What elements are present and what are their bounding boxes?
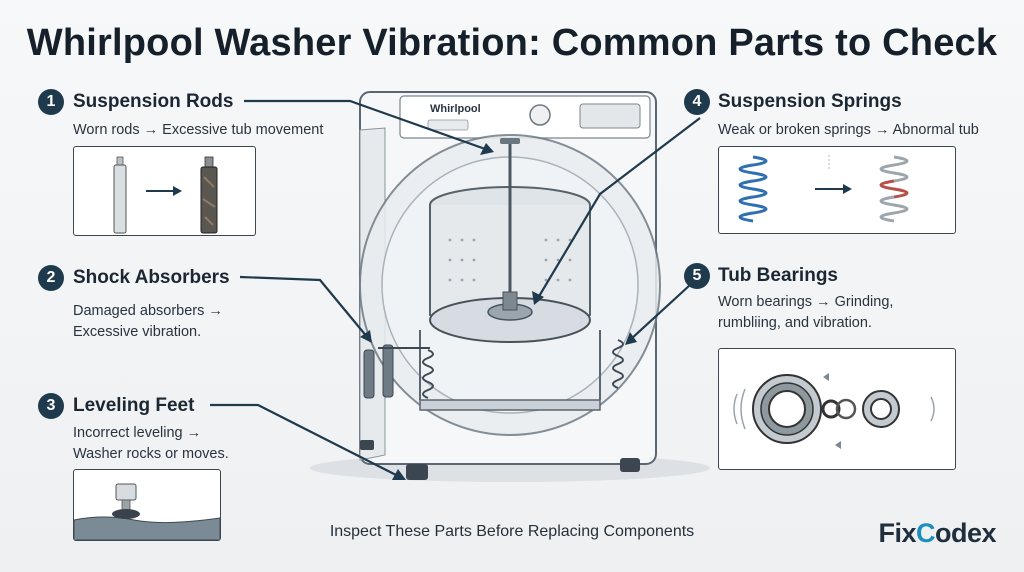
suspension-rod-icon <box>113 156 127 234</box>
brand-part-3: odex <box>934 518 997 548</box>
machine-spring-right <box>612 339 624 389</box>
tub-bearing-panel <box>718 348 956 470</box>
suspension-rod-panel <box>73 146 256 236</box>
washer-logo: Whirlpool <box>430 103 481 115</box>
worn-rod-icon <box>200 156 218 234</box>
control-knob <box>529 104 551 126</box>
section-5-badge: 5 <box>684 263 710 289</box>
section-5-desc: Worn bearings → Grinding, rumbliing, and… <box>718 294 894 331</box>
section-2-desc: Damaged absorbers → Excessive vibration. <box>73 303 223 340</box>
section-2-title: Shock Absorbers <box>73 267 230 288</box>
page-title: Whirlpool Washer Vibration: Common Parts… <box>26 22 998 64</box>
brand-part-1: Fix <box>878 518 916 548</box>
callout-lines <box>210 99 701 477</box>
rod-cap <box>500 138 520 144</box>
leveling-foot-panel <box>73 469 221 541</box>
section-4-title: Suspension Springs <box>718 91 902 112</box>
suspension-spring-panel <box>718 146 956 234</box>
worn-spring-icon <box>879 155 909 223</box>
arrow-right-icon <box>146 186 182 196</box>
section-3-title: Leveling Feet <box>73 395 195 416</box>
machine-spring-left <box>422 349 434 399</box>
section-2-badge: 2 <box>38 265 64 291</box>
section-4-badge: 4 <box>684 89 710 115</box>
machine-shock-absorbers <box>363 344 430 399</box>
section-1-title: Suspension Rods <box>73 91 234 112</box>
section-1-badge: 1 <box>38 89 64 115</box>
hub-shaft <box>502 291 518 311</box>
footer-caption: Inspect These Parts Before Replacing Com… <box>329 523 695 540</box>
brand-part-2: C <box>915 518 936 548</box>
section-4-desc: Weak or broken springs → Abnormal tub <box>718 122 979 138</box>
machine-feet <box>360 440 640 480</box>
detergent-drawer <box>427 119 469 131</box>
leveling-foot-icon <box>74 483 220 540</box>
spring-icon <box>738 155 768 223</box>
section-3-badge: 3 <box>38 393 64 419</box>
section-5-title: Tub Bearings <box>718 265 838 286</box>
bearing-icon <box>733 373 935 449</box>
section-1-desc: Worn rods → Excessive tub movement <box>73 122 324 138</box>
section-3-desc: Incorrect leveling → Washer rocks or mov… <box>73 425 229 462</box>
brand-logo: FixCodex <box>878 518 996 549</box>
display-panel <box>579 103 641 129</box>
drum-perforations <box>448 238 572 282</box>
base-frame <box>419 399 601 411</box>
arrow-right-icon <box>815 184 852 194</box>
callout-arrowheads <box>360 143 637 480</box>
